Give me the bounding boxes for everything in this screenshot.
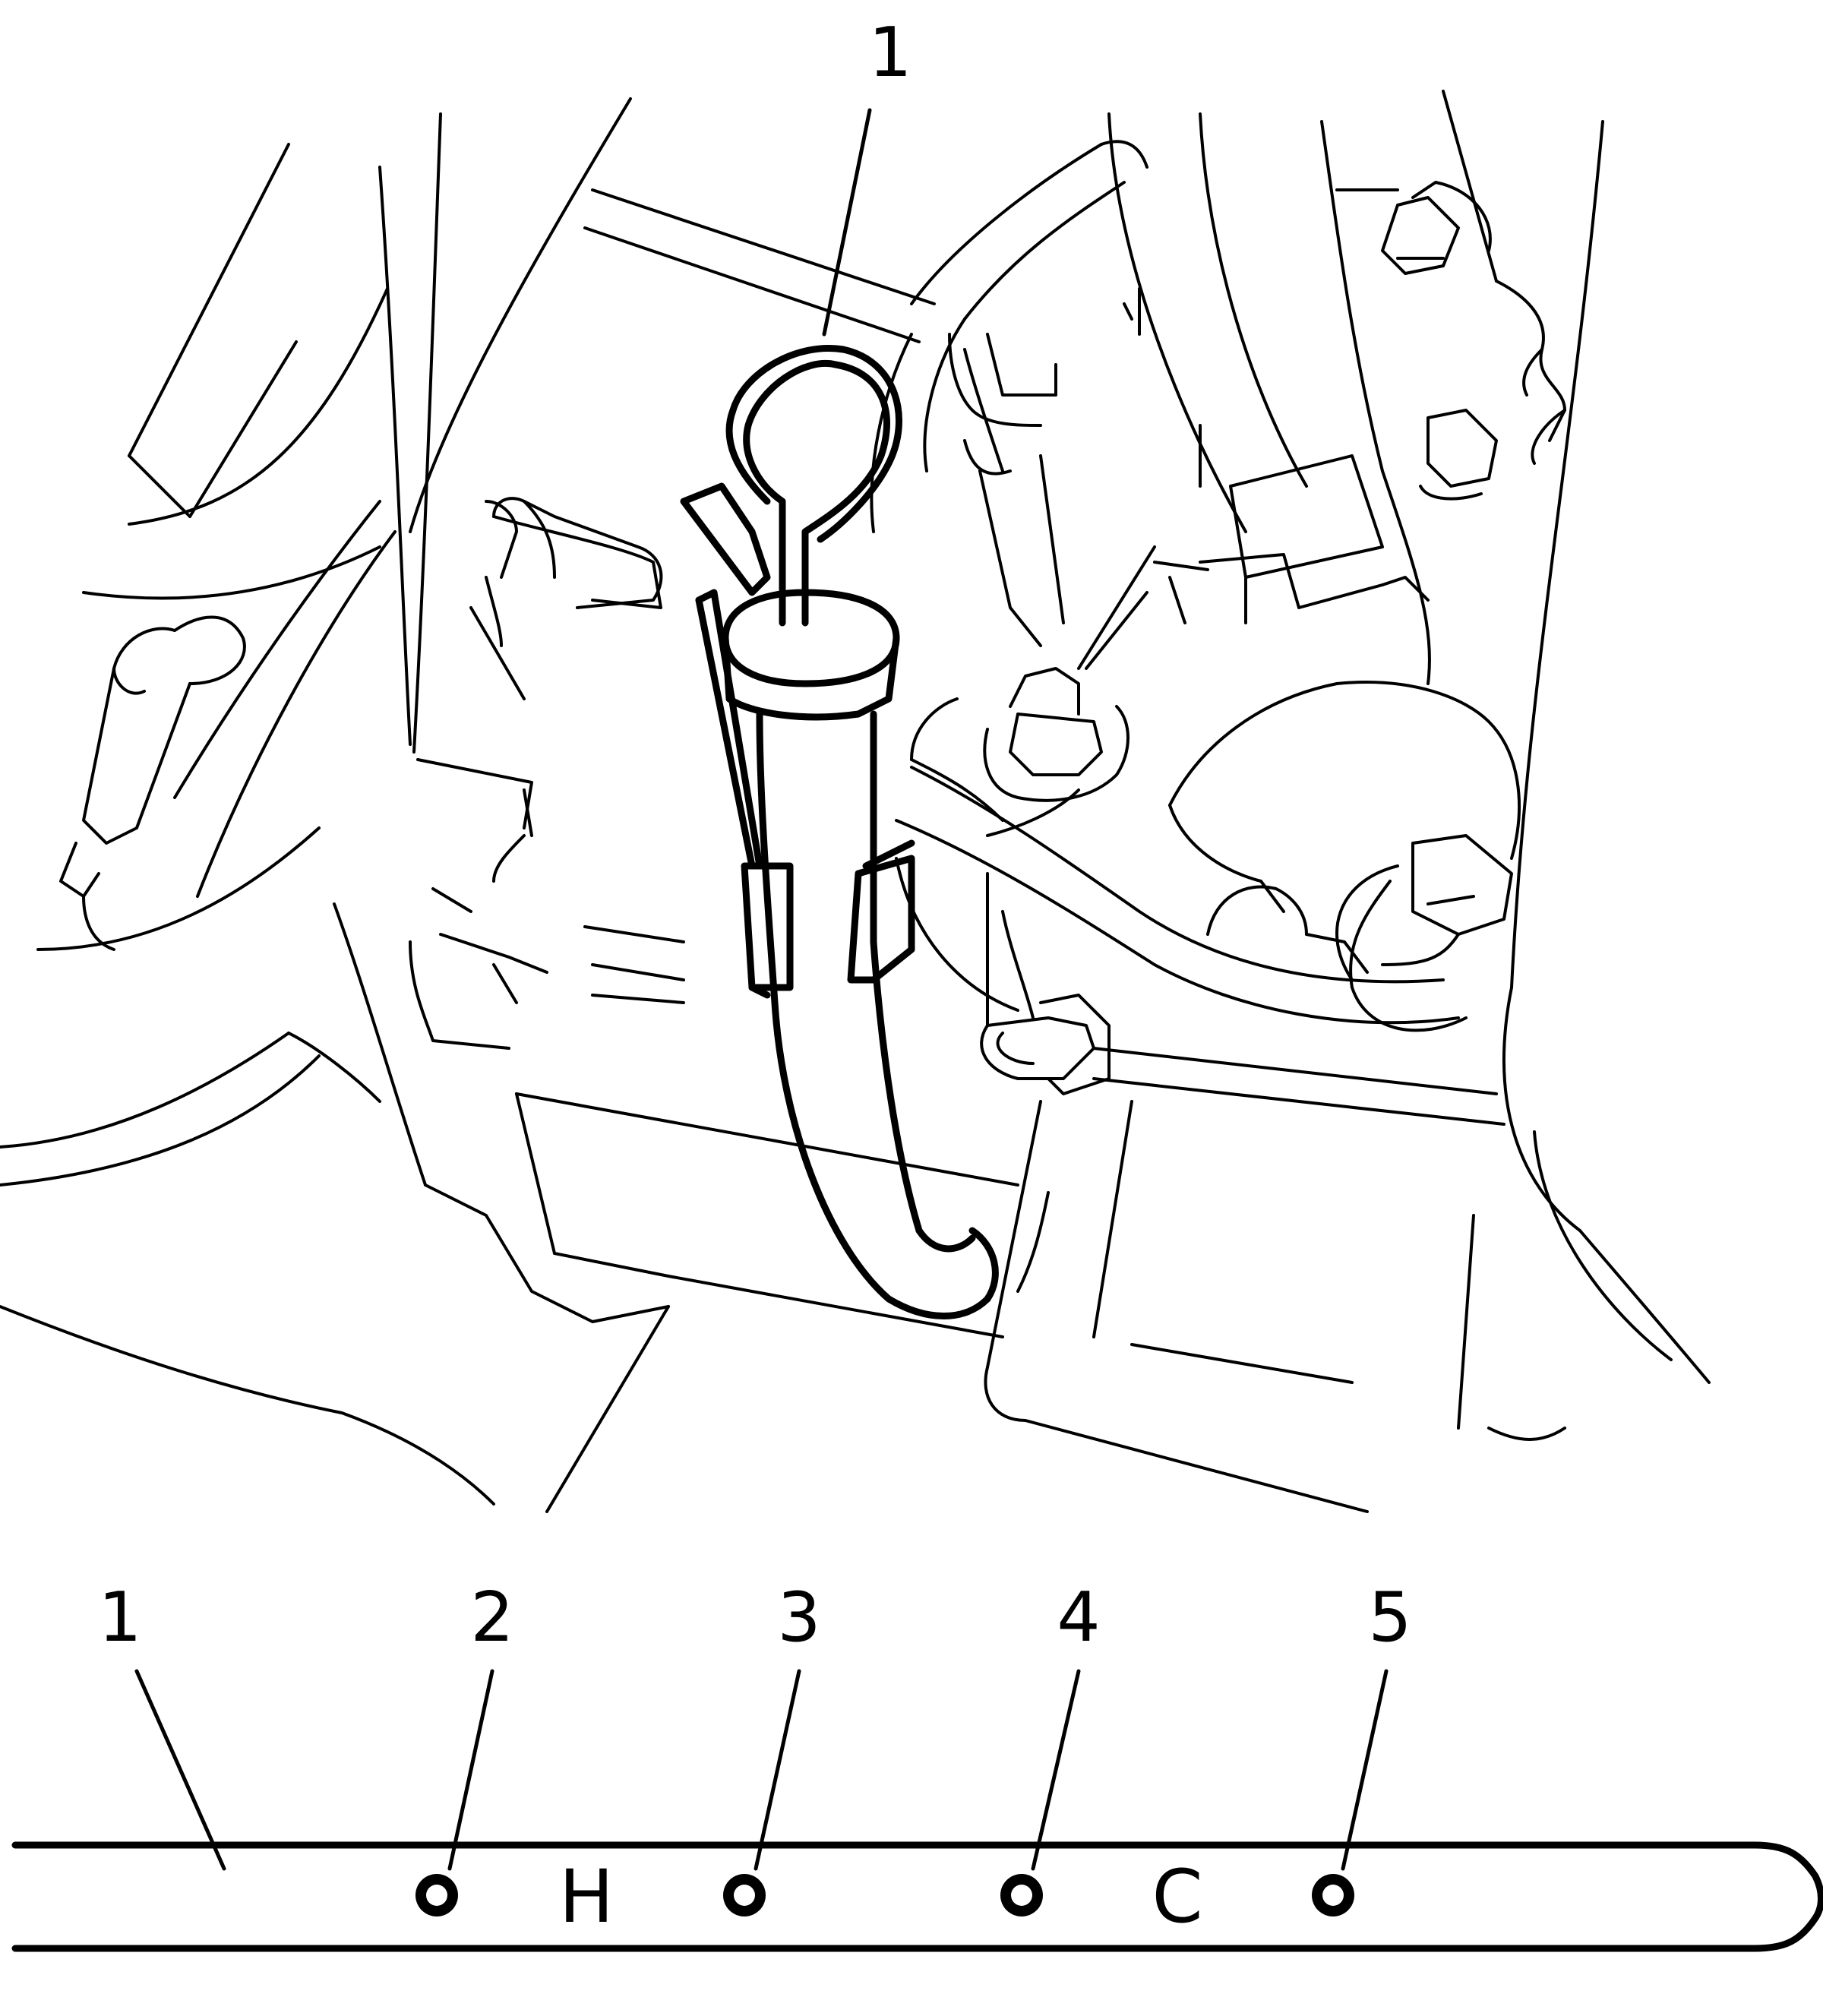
level-mark-4 — [1000, 1874, 1043, 1916]
callout-1-top: 1 — [868, 13, 912, 93]
dipstick-blade-detail — [11, 1841, 1823, 1952]
level-mark-5 — [1312, 1874, 1354, 1916]
level-mark-2 — [415, 1874, 458, 1916]
callout-2: 2 — [470, 1578, 513, 1657]
callout-3: 3 — [777, 1578, 820, 1657]
cold-range-label: C — [1152, 1854, 1202, 1939]
hot-range-label: H — [559, 1854, 614, 1939]
callout-4: 4 — [1057, 1578, 1100, 1657]
callout-leaders — [134, 108, 1389, 1871]
callout-5: 5 — [1368, 1578, 1411, 1657]
dipstick-tube — [680, 345, 999, 1319]
callout-1-blade: 1 — [98, 1578, 141, 1657]
level-mark-3 — [723, 1874, 766, 1916]
engine-compartment-drawing — [0, 90, 1711, 1513]
